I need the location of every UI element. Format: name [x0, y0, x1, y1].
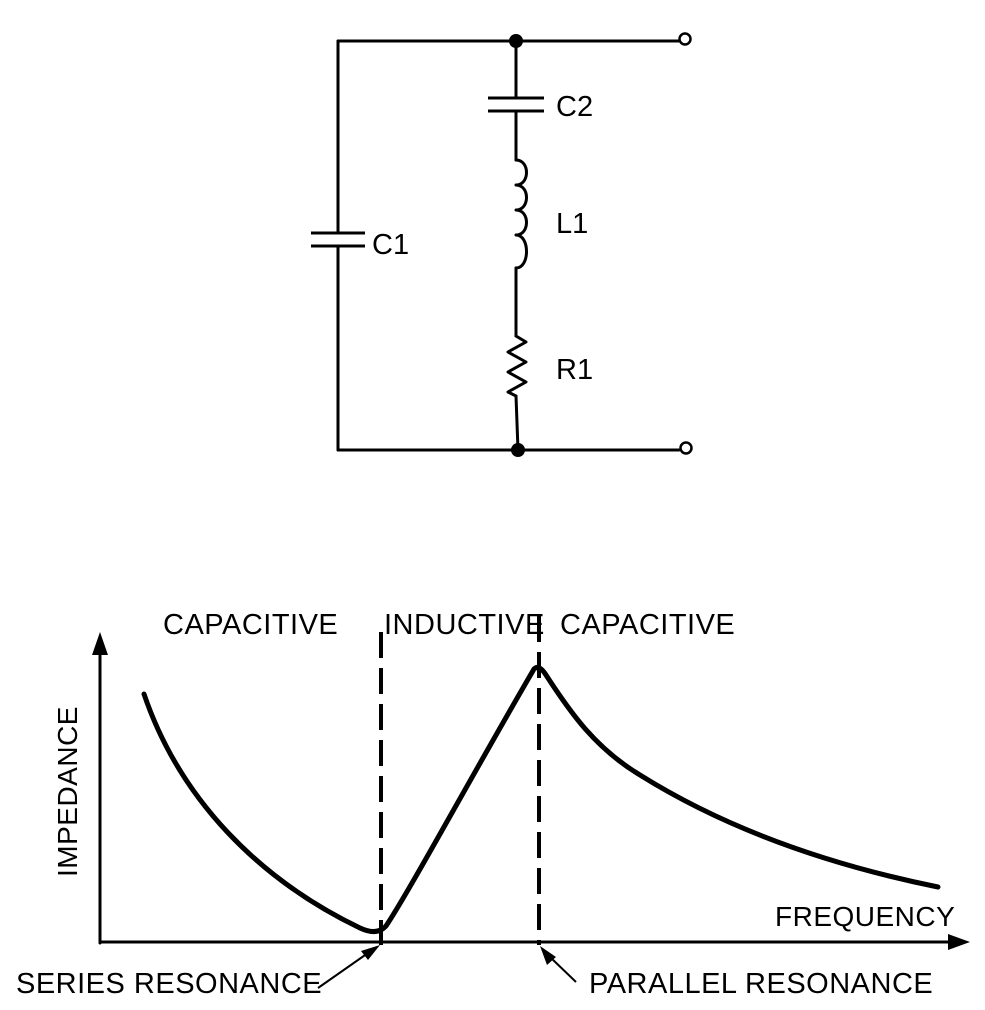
- x-axis: [98, 934, 970, 950]
- junction-dot-bottom: [511, 443, 525, 457]
- y-axis: [92, 632, 108, 945]
- resistor-r1: [506, 334, 528, 452]
- capacitor-c1: [311, 39, 365, 452]
- region-label-capacitive-left: CAPACITIVE: [163, 609, 338, 641]
- label-c1: C1: [372, 229, 409, 261]
- circuit-schematic: C1 C2 L1 R1: [311, 32, 693, 457]
- series-resonance-label: SERIES RESONANCE: [16, 968, 322, 1000]
- terminal-bottom: [679, 441, 693, 455]
- terminal-top: [678, 32, 692, 46]
- inductor-l1: [514, 158, 528, 338]
- label-l1: L1: [556, 208, 588, 240]
- junction-dot-top: [509, 34, 523, 48]
- x-axis-label: FREQUENCY: [775, 901, 955, 932]
- capacitor-c2: [488, 39, 544, 162]
- parallel-resonance-arrow: [540, 946, 577, 983]
- impedance-curve: [141, 665, 941, 934]
- region-label-inductive: INDUCTIVE: [384, 609, 545, 641]
- impedance-graph: CAPACITIVE INDUCTIVE CAPACITIVE IMPEDANC…: [16, 609, 970, 1000]
- y-axis-label: IMPEDANCE: [52, 706, 83, 877]
- region-label-capacitive-right: CAPACITIVE: [560, 609, 735, 641]
- label-c2: C2: [556, 91, 593, 123]
- label-r1: R1: [556, 354, 593, 386]
- parallel-resonance-label: PARALLEL RESONANCE: [589, 968, 933, 1000]
- series-resonance-arrow: [317, 945, 380, 989]
